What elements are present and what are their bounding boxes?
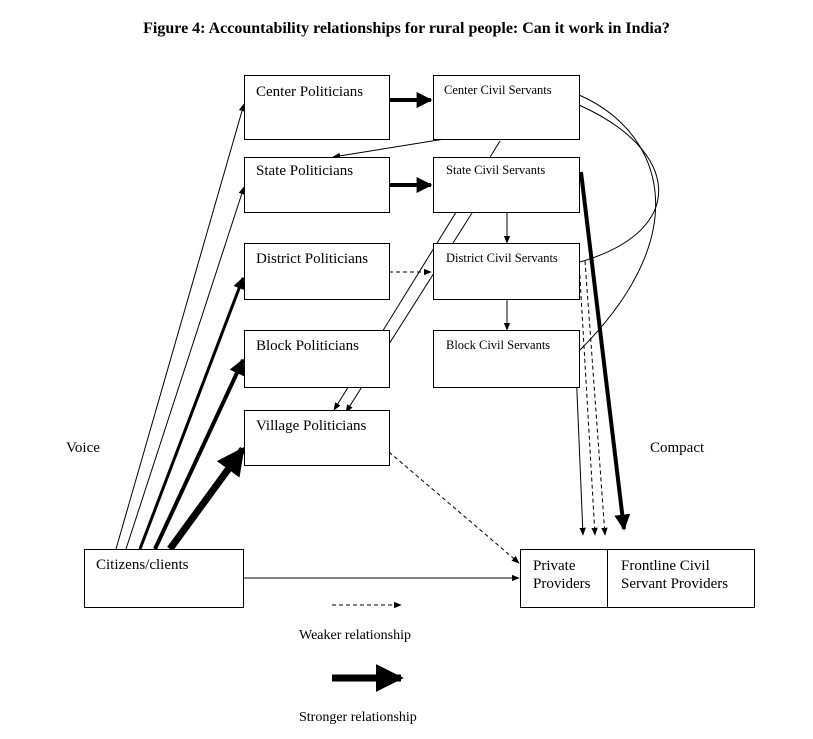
state-civ-to-frontline-arrow <box>579 171 631 531</box>
village-pol-to-private-arrow <box>388 451 520 564</box>
frontline-providers-line1: Frontline Civil <box>621 558 710 574</box>
block-civil-servants-box <box>433 330 580 388</box>
private-providers-line2: Providers <box>533 576 591 592</box>
center-civil-servants-box <box>433 75 580 140</box>
center-politicians-label: Center Politicians <box>256 84 364 100</box>
district-civ-to-provider-arrow-2 <box>584 260 608 536</box>
state-politicians-label: State Politicians <box>256 163 354 179</box>
district-civil-servants-box <box>433 243 580 300</box>
voice-arrow-village <box>167 446 246 552</box>
voice-arrow-center <box>115 103 246 550</box>
state-politicians-box <box>244 157 390 213</box>
voice-label: Voice <box>66 440 100 456</box>
providers-box <box>520 549 755 608</box>
district-politicians-box <box>244 243 390 300</box>
block-politicians-label: Block Politicians <box>256 338 359 354</box>
voice-arrow-district <box>138 276 245 550</box>
compact-curve-center <box>578 94 657 351</box>
legend-weak-label: Weaker relationship <box>299 628 411 643</box>
district-civ-to-provider-arrow <box>578 260 598 536</box>
village-politicians-box <box>244 410 390 466</box>
block-civil-servants-label: Block Civil Servants <box>446 338 551 352</box>
block-politicians-box <box>244 330 390 388</box>
citizens-label: Citizens/clients <box>96 557 189 573</box>
voice-arrow-block <box>153 358 245 550</box>
private-providers-line1: Private <box>533 558 576 574</box>
voice-arrow-state <box>125 186 245 550</box>
state-civil-servants-label: State Civil Servants <box>446 163 546 177</box>
legend-strong-label: Stronger relationship <box>299 710 417 725</box>
compact-curve-outer <box>578 104 660 263</box>
district-politicians-label: District Politicians <box>256 251 369 267</box>
compact-label: Compact <box>650 440 705 456</box>
center-politicians-box <box>244 75 390 140</box>
village-politicians-label: Village Politicians <box>256 418 367 434</box>
figure-title: Figure 4: Accountability relationships f… <box>143 20 670 37</box>
citizens-box <box>84 549 244 608</box>
state-civil-servants-box <box>433 157 580 213</box>
providers-divider <box>607 549 608 608</box>
district-civil-servants-label: District Civil Servants <box>446 251 558 265</box>
center-civil-servants-label: Center Civil Servants <box>444 83 552 97</box>
frontline-providers-line2: Servant Providers <box>621 576 729 592</box>
